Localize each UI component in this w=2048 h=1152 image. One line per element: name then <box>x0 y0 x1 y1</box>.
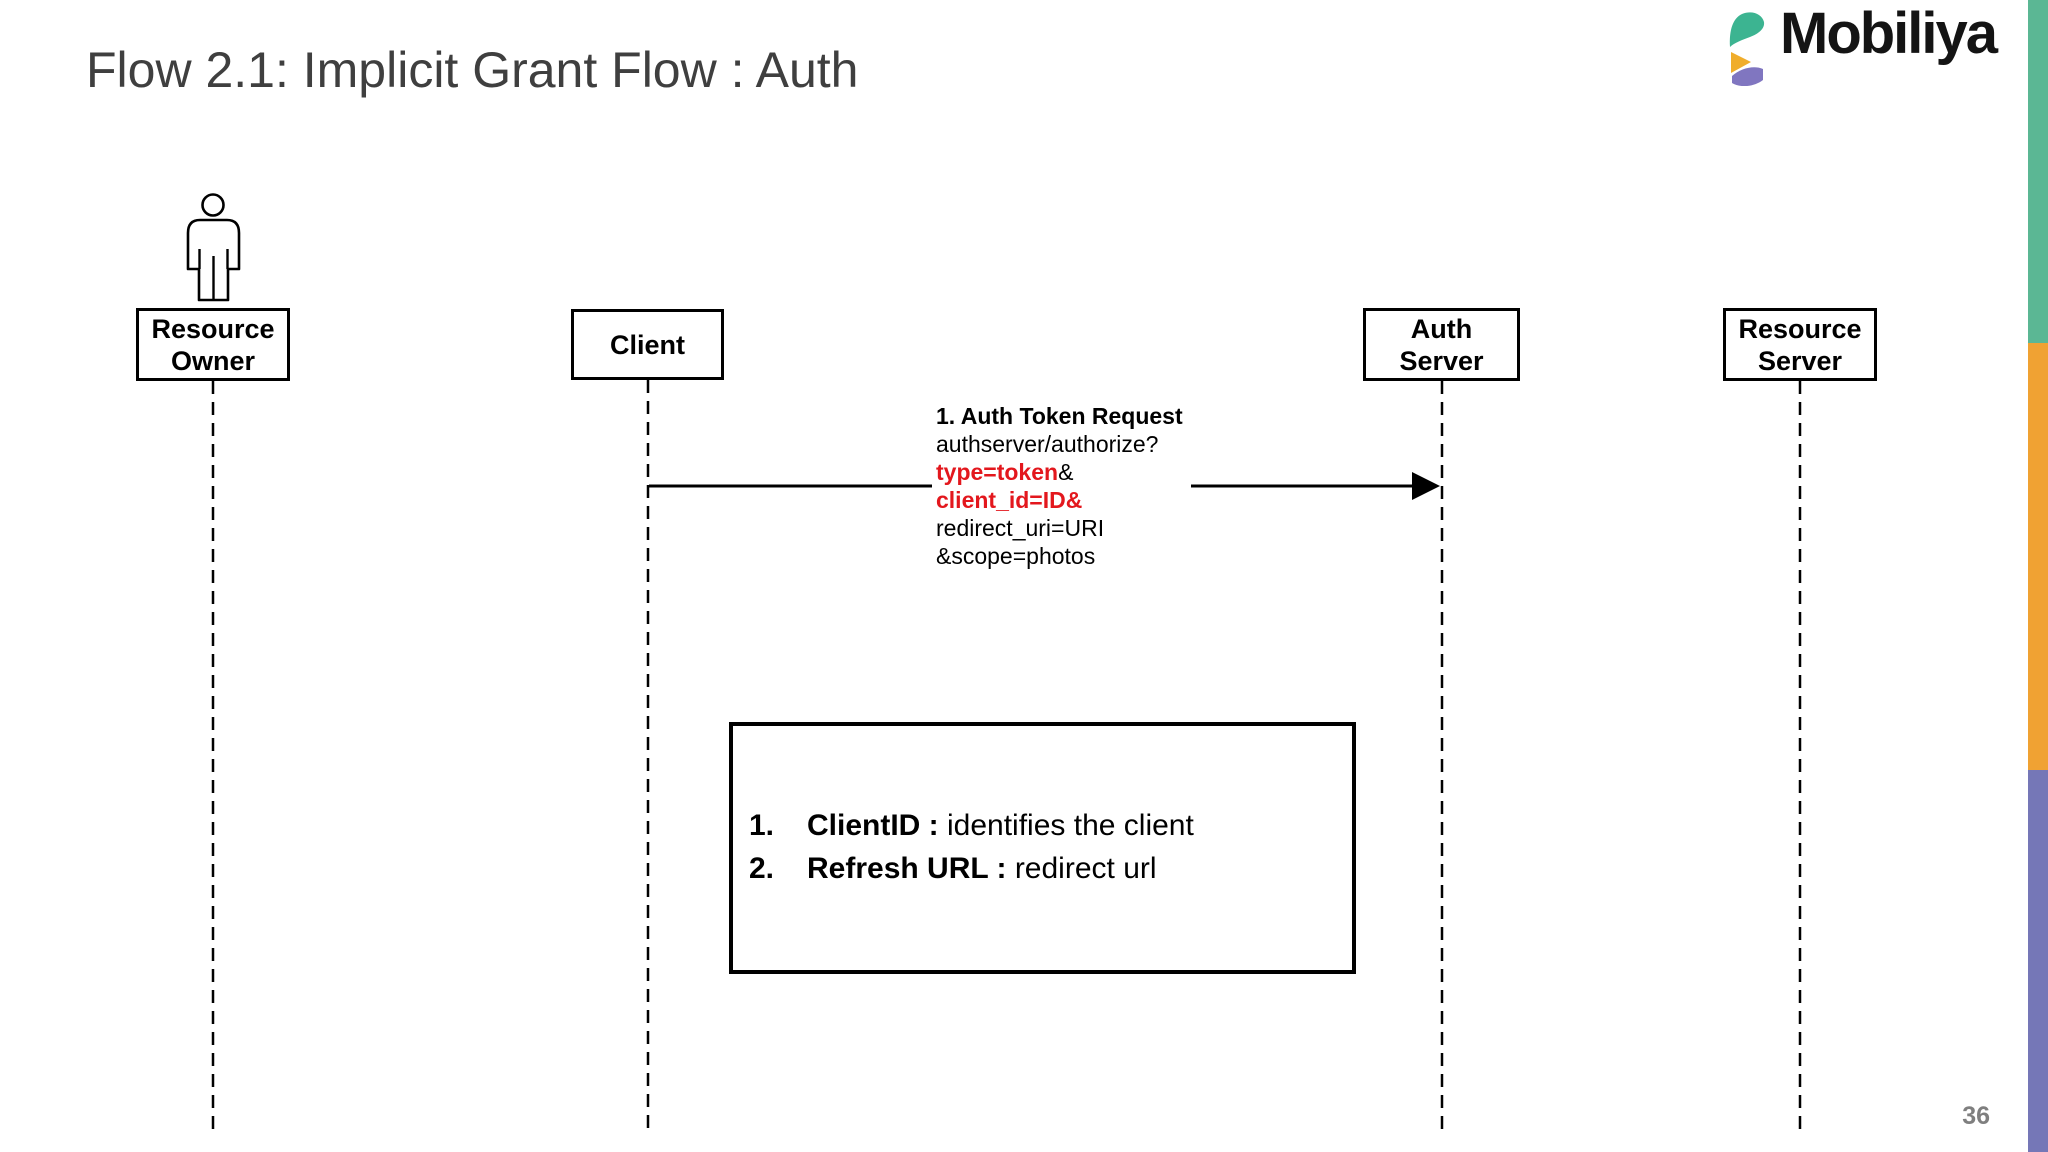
edge-bar-green <box>2028 0 2048 343</box>
person-icon <box>186 193 241 302</box>
note-item-text: ClientID : identifies the client <box>807 809 1194 842</box>
message-line-1: 1. Auth Token Request <box>936 403 1183 429</box>
message-arrowhead-icon <box>1412 472 1440 500</box>
message-line-2: authserver/authorize? <box>936 431 1159 457</box>
edge-bar-orange <box>2028 343 2048 770</box>
logo-base-purple-shape <box>1732 67 1763 86</box>
actor-resource-server: Resource Server <box>1723 308 1877 381</box>
note-item-1: 1. ClientID : identifies the client <box>749 804 1342 847</box>
logo-leaf-green-shape <box>1729 12 1765 48</box>
actor-auth-server: Auth Server <box>1363 308 1520 381</box>
actor-label: Owner <box>170 345 256 376</box>
edge-bar-purple <box>2028 770 2048 1152</box>
message-line-5: redirect_uri=URI <box>936 515 1105 541</box>
message-line-4: client_id=ID& <box>936 487 1083 513</box>
logo-wordmark: Mobiliya <box>1780 1 1998 66</box>
actor-label: Auth <box>1410 313 1473 344</box>
message-line-6: &scope=photos <box>936 543 1096 569</box>
message-line-3: type=token& <box>936 459 1074 485</box>
message-auth-token-request: 1. Auth Token Request authserver/authori… <box>932 402 1191 572</box>
actor-label: Server <box>1757 345 1843 376</box>
note-item-text: Refresh URL : redirect url <box>807 852 1157 885</box>
note-item-number: 1. <box>749 809 775 842</box>
actor-label: Server <box>1399 345 1484 376</box>
page-title: Flow 2.1: Implicit Grant Flow : Auth <box>86 42 859 98</box>
actor-label: Resource <box>1738 313 1862 344</box>
page-number: 36 <box>1962 1102 1990 1130</box>
note-item-number: 2. <box>749 852 775 885</box>
logo-triangle-yellow-shape <box>1731 52 1751 73</box>
actor-client: Client <box>571 309 724 380</box>
note-item-2: 2. Refresh URL : redirect url <box>749 847 1342 890</box>
mobiliya-logo-icon <box>1729 12 1765 86</box>
actor-label: Resource <box>151 313 275 344</box>
actor-resource-owner: Resource Owner <box>136 308 290 381</box>
note-box: 1. ClientID : identifies the client 2. R… <box>729 722 1356 974</box>
actor-label: Client <box>609 329 685 360</box>
